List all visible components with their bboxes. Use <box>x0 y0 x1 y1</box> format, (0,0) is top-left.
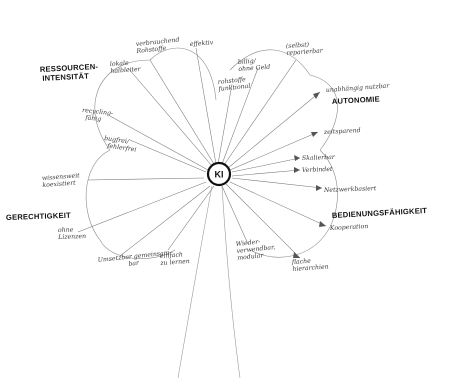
ray-skalierbar <box>231 157 301 173</box>
ray-verbrauchend <box>149 59 215 165</box>
label-netzwerkbasiert: Netzwerkbasiert <box>323 185 377 194</box>
petal-top-right <box>229 49 311 76</box>
label-bugfrei: bugfrei/ fehlerfrei <box>103 135 138 154</box>
ray-billig <box>221 67 259 165</box>
ray-unabhaengig <box>227 91 321 169</box>
label-lokale-halbleiter: lokale halbleiter <box>110 59 142 75</box>
ray-kooperation <box>229 181 327 227</box>
arrowhead <box>311 132 318 137</box>
ray-umsetzbar <box>119 185 211 257</box>
ray-lokale <box>127 67 213 167</box>
label-selbst-reparierbar: (selbst) reparierbar <box>286 40 324 57</box>
label-wissensweit-koexistiert: wissensweit koexistiert <box>42 172 83 189</box>
label-verbindet: Verbindet <box>302 166 333 174</box>
hub-circle <box>206 161 232 187</box>
petal-bottom-left <box>99 239 176 260</box>
label-ohne-lizenzen: ohne Lizenzen <box>57 226 86 241</box>
label-ressourcen-intensitaet: RESSOURCEN- INTENSITÄT <box>40 62 101 83</box>
label-autonomie: AUTONOMIE <box>332 94 380 106</box>
ray-wissensweit <box>87 177 205 181</box>
label-flache-hierarchien: flache hierarchien <box>291 256 329 273</box>
label-skalierbar: Skalierbar <box>302 154 336 162</box>
ray-netzwerk <box>231 177 323 189</box>
label-recycling-faehig: recycling- fähig <box>81 107 115 124</box>
ray-einfach <box>167 185 215 251</box>
ray-zeitsparend <box>229 131 319 171</box>
label-kooperation: Kooperation <box>329 223 369 232</box>
rays <box>77 47 327 259</box>
label-bedienungsfaehigkeit: BEDIENUNGSFÄHIGKEIT <box>332 206 428 220</box>
arrowheads <box>293 92 326 258</box>
stem-line-left <box>177 185 213 378</box>
arrowhead <box>294 155 300 161</box>
arrowhead <box>313 92 320 99</box>
label-unabhaengig-nutzbar: unabhängig nutzbar <box>326 83 391 94</box>
ray-ohne-lizenzen <box>77 181 207 233</box>
petal-right <box>319 149 338 236</box>
petal-right-upper <box>309 74 338 151</box>
ray-wiederverwendbar <box>221 185 249 245</box>
stem-line-right <box>221 185 241 378</box>
label-gerechtigkeit: GERECHTIGKEIT <box>6 211 71 222</box>
ray-verbindet <box>231 169 301 177</box>
ray-effektiv <box>195 47 217 165</box>
petal-upper-left <box>94 59 151 151</box>
petal-bottom-right <box>249 234 326 258</box>
ray-selbst <box>223 59 297 166</box>
petal-top-left <box>149 47 217 101</box>
label-einfach-zu-lernen: einfach zu lernen <box>159 251 190 267</box>
arrowhead <box>293 252 300 258</box>
ray-rohstoffe <box>217 83 233 165</box>
ray-flache <box>225 183 301 259</box>
ray-recycling <box>109 115 209 171</box>
petal-left <box>85 149 111 241</box>
label-rohstoffe-funktional: rohstoffe funktional <box>216 76 250 93</box>
arrowhead <box>316 185 322 191</box>
label-effektiv: effektiv <box>190 39 214 48</box>
arrowhead <box>319 221 326 227</box>
ray-bugfrei <box>129 139 207 173</box>
label-verbrauchend-rohstoffe: verbrauchend Rohstoffe <box>134 36 182 55</box>
label-wiederverwendbar: Wieder- verwendbar, modular <box>235 237 278 262</box>
hub-label: KI <box>215 170 224 180</box>
label-zeitsparend: zeitsparend <box>323 127 361 136</box>
arrowhead <box>294 167 300 173</box>
label-billig-ohne-geld: billig/ ohne Geld <box>238 57 271 73</box>
